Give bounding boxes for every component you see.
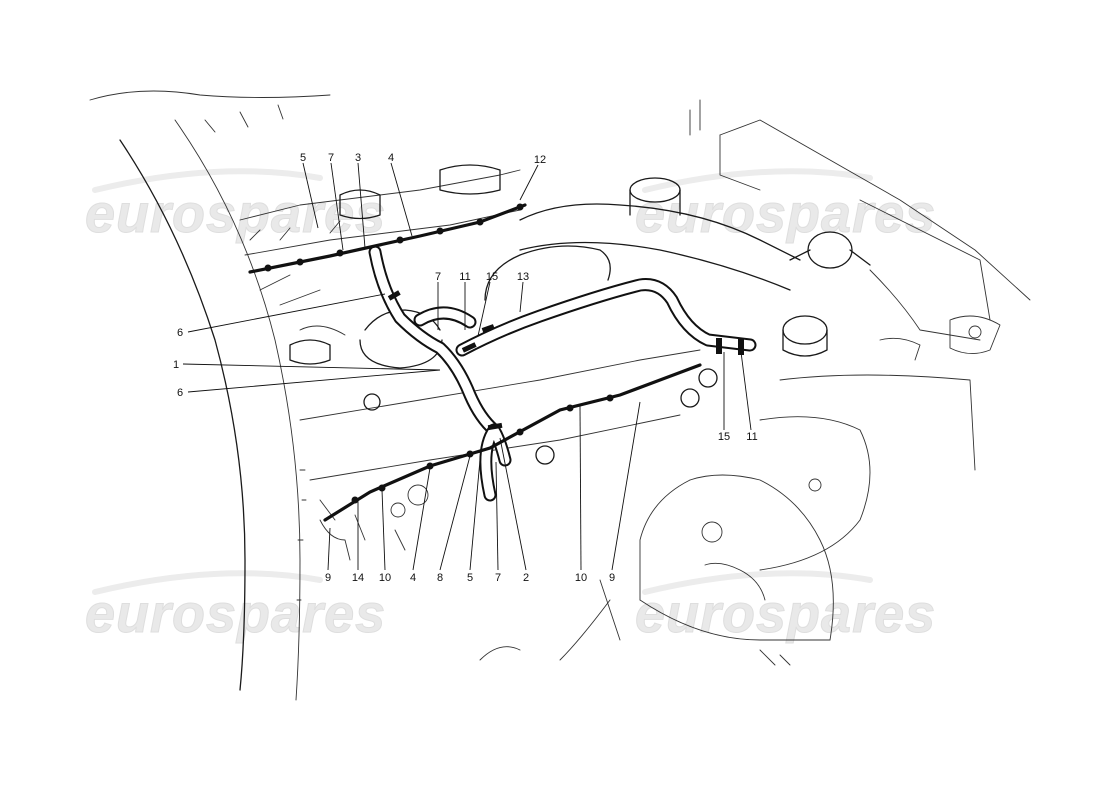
callout-4-top: 4 [388, 152, 394, 164]
hose-clamps [387, 290, 744, 431]
callout-5-top: 5 [300, 152, 306, 164]
callout-3-top: 3 [355, 152, 361, 164]
callout-13-mid: 13 [517, 271, 529, 283]
harness-upper [248, 203, 527, 274]
callout-4-bottom: 4 [410, 572, 416, 584]
callout-6-lower: 6 [177, 387, 183, 399]
cylinder-bank-top [239, 164, 521, 365]
cylinder-head-right [519, 177, 1001, 361]
callout-8-bottom: 8 [437, 572, 443, 584]
chassis-outline [479, 99, 1031, 666]
callout-11-mid: 11 [459, 271, 470, 283]
svg-text:eurospares: eurospares [85, 584, 386, 644]
fender-outline [89, 90, 331, 701]
watermark-bottom-left: eurospares [85, 570, 386, 645]
callout-6-upper: 6 [177, 327, 183, 339]
callout-10-bottom-right: 10 [575, 572, 587, 584]
callout-11-right: 11 [746, 431, 757, 443]
callout-2-bottom: 2 [523, 572, 529, 584]
watermark-bottom-right: eurospares [635, 570, 936, 645]
callout-14-bottom: 14 [352, 572, 364, 584]
svg-text:eurospares: eurospares [635, 584, 936, 644]
callout-labels: 5 7 3 4 12 7 11 15 13 6 1 6 15 11 9 14 1… [173, 152, 758, 584]
callout-9-bottom-left: 9 [325, 572, 331, 584]
main-hose-assembly [368, 245, 757, 502]
callout-7-bottom: 7 [495, 572, 501, 584]
callout-5-bottom: 5 [467, 572, 473, 584]
callout-7-mid: 7 [435, 271, 441, 283]
leader-lines [182, 162, 752, 571]
harness-lower [323, 363, 702, 522]
callout-7-top: 7 [328, 152, 334, 164]
callout-15-right: 15 [718, 431, 730, 443]
callout-12-top: 12 [534, 154, 546, 166]
callout-10-bottom-left: 10 [379, 572, 391, 584]
callout-9-bottom-right: 9 [609, 572, 615, 584]
callout-15-mid: 15 [486, 271, 498, 283]
callout-1-left: 1 [173, 359, 179, 371]
